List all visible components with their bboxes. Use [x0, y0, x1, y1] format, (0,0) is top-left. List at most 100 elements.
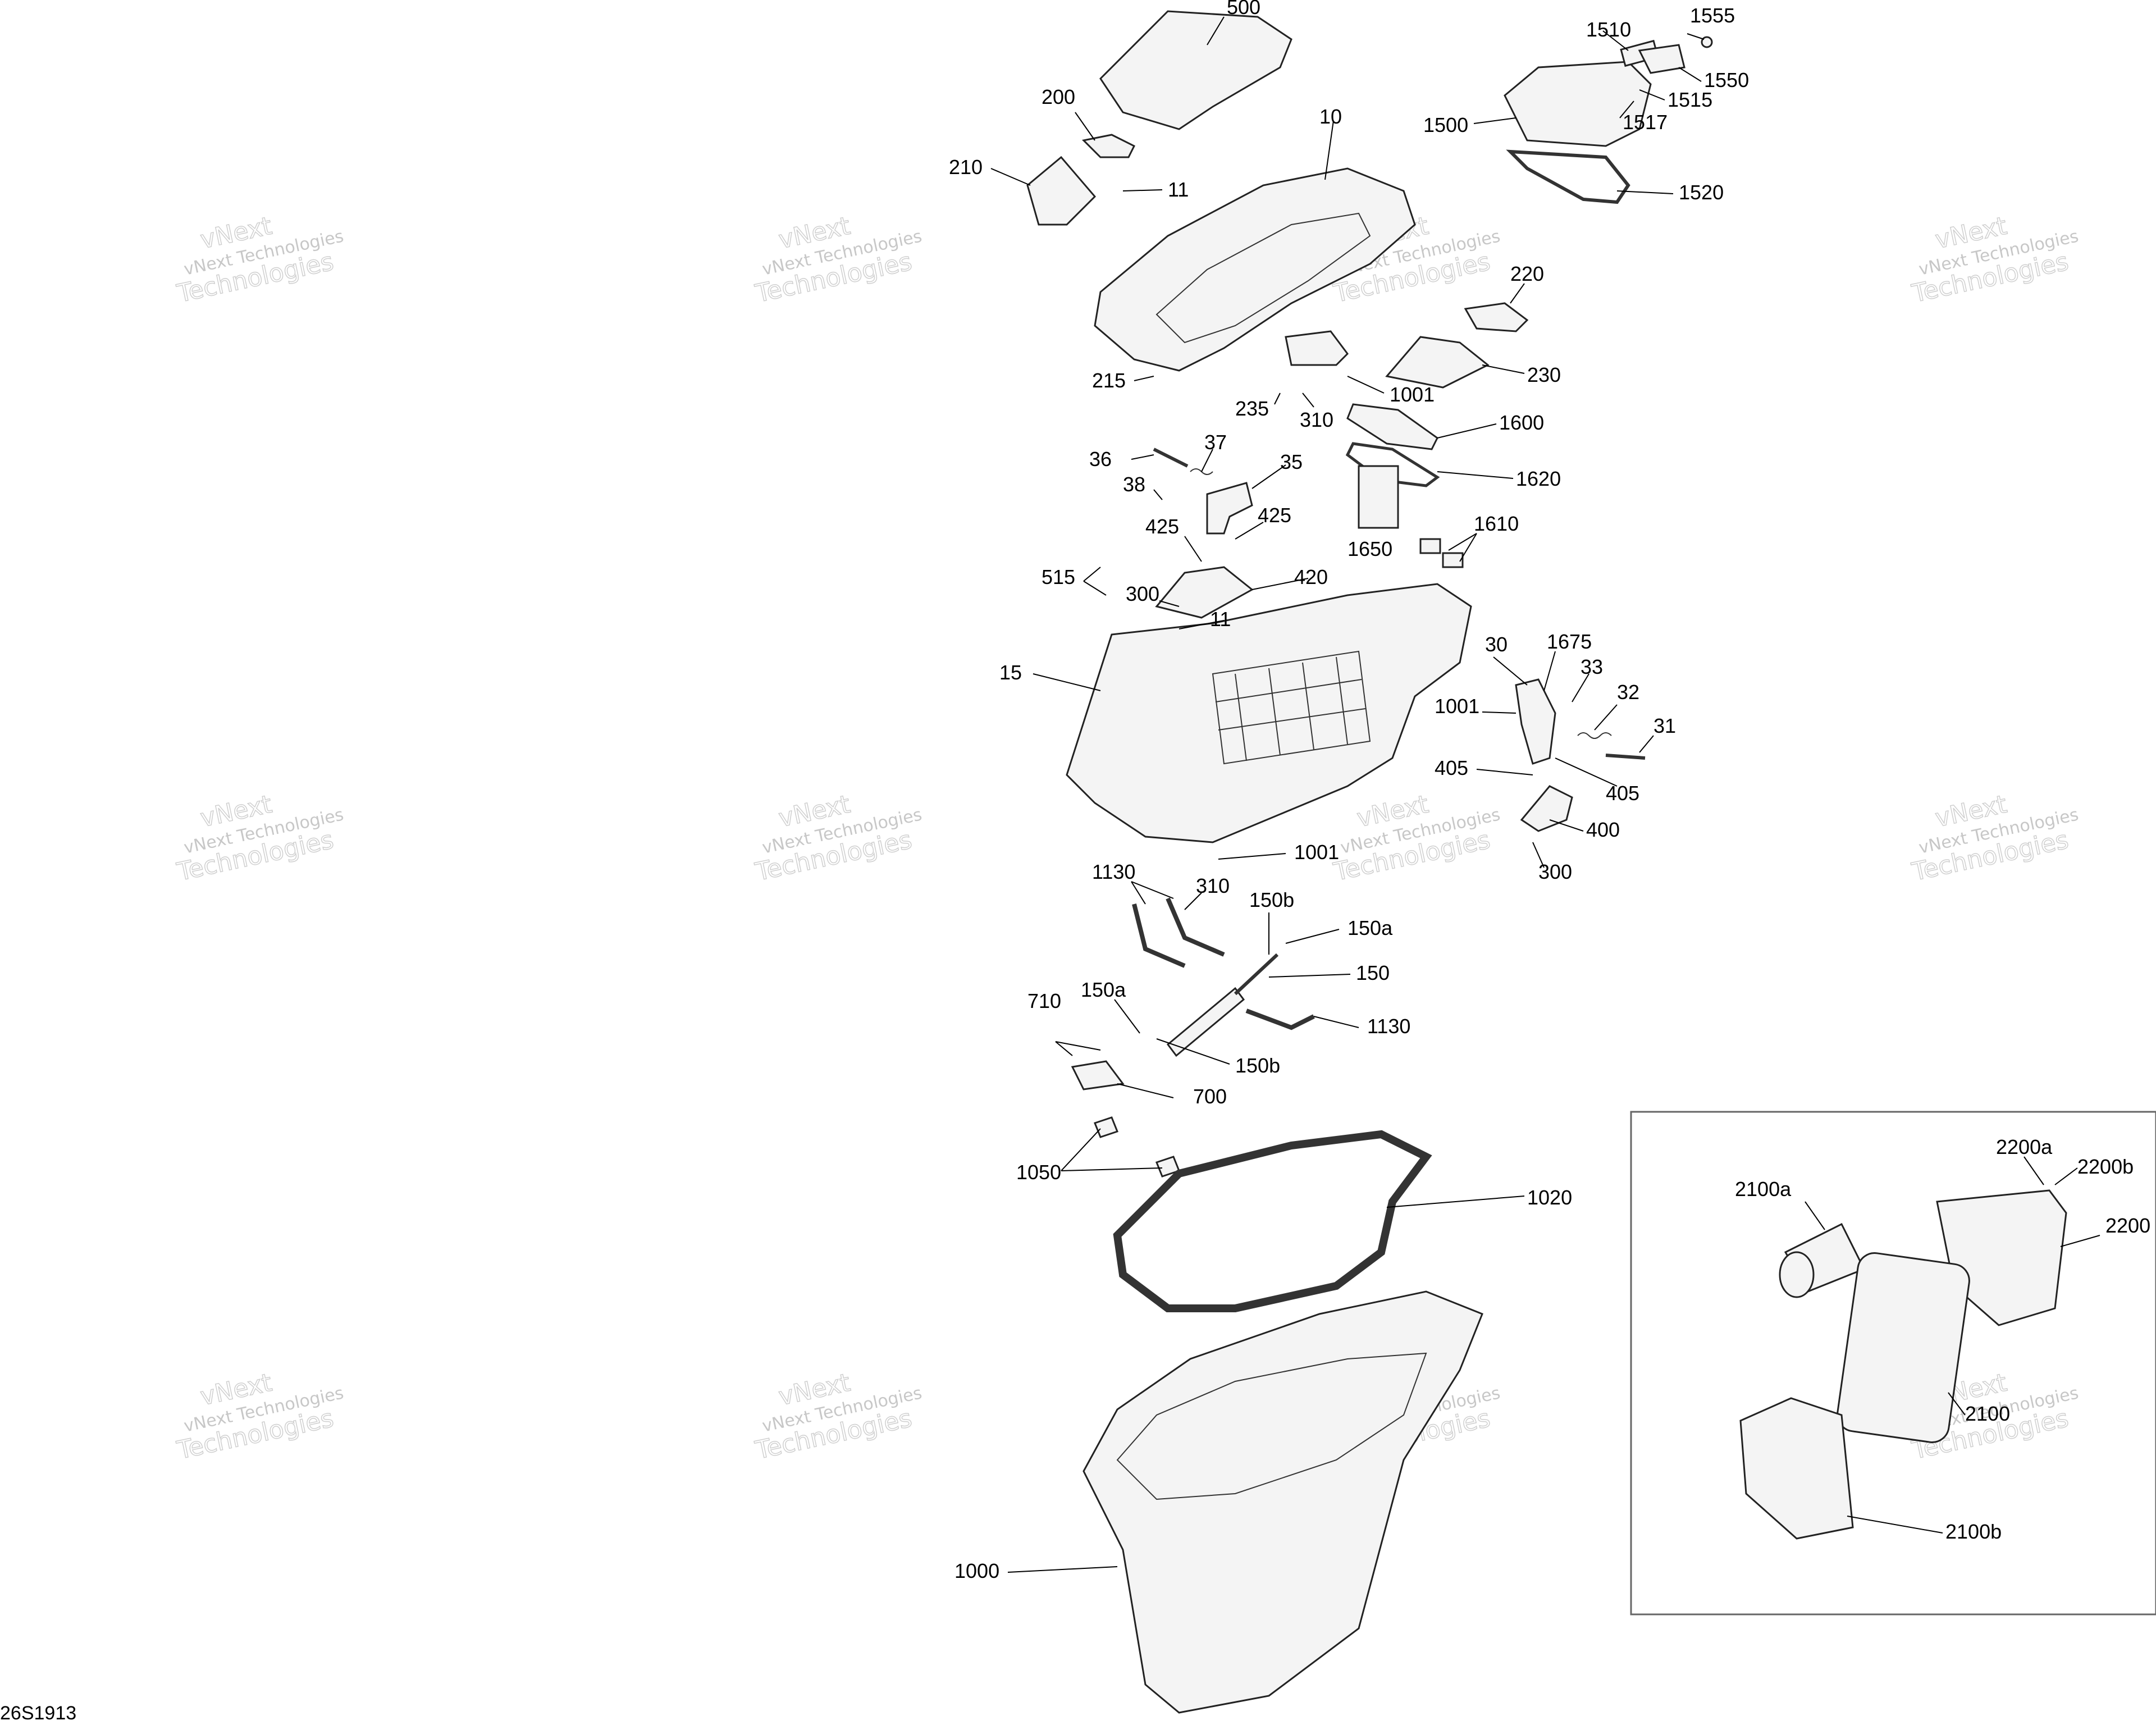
part-150-rod [1234, 953, 1279, 996]
label-235: 235 [1235, 397, 1269, 420]
part-400-bracket [1520, 785, 1573, 832]
label-1600: 1600 [1499, 411, 1544, 434]
label-310b: 310 [1196, 874, 1230, 897]
watermark-bl: vNext vNext Technologies Technologies [174, 1368, 345, 1466]
label-425b: 425 [1258, 504, 1291, 527]
label-1515: 1515 [1668, 88, 1712, 111]
label-1001c: 1001 [1294, 841, 1339, 864]
part-700-bracket [1071, 1060, 1125, 1090]
part-1130-strap-b [1166, 897, 1225, 957]
label-1000: 1000 [954, 1559, 999, 1582]
label-1500: 1500 [1423, 113, 1468, 136]
label-1550: 1550 [1704, 69, 1749, 92]
leader-lines [990, 16, 2100, 1573]
label-405b: 405 [1606, 782, 1639, 805]
part-1555-screw [1701, 36, 1713, 48]
part-10-inner [1155, 212, 1371, 344]
part-1130-strap-c [1245, 1008, 1315, 1030]
part-35-latch [1206, 482, 1253, 535]
parts [1026, 10, 2156, 1714]
label-230: 230 [1527, 363, 1561, 386]
label-1610: 1610 [1474, 512, 1519, 535]
part-2100b-element [1739, 1397, 1854, 1540]
label-710: 710 [1027, 989, 1061, 1012]
label-515: 515 [1042, 565, 1075, 588]
label-1517: 1517 [1623, 111, 1668, 134]
diagram-reference-code: 26S1913 [0, 1703, 76, 1724]
label-300b: 300 [1538, 860, 1572, 883]
label-405a: 405 [1435, 756, 1468, 779]
label-1001: 1001 [1390, 383, 1435, 406]
label-150b-2: 150b [1235, 1054, 1280, 1077]
label-215: 215 [1092, 369, 1126, 392]
part-1050-clip-a [1094, 1116, 1118, 1138]
label-700: 700 [1193, 1085, 1227, 1108]
part-200-lens [1081, 134, 1136, 158]
label-2100a: 2100a [1735, 1178, 1792, 1201]
part-1610-clip-b [1442, 552, 1464, 568]
label-1650: 1650 [1347, 537, 1392, 560]
part-15-main-frame [1066, 583, 1472, 843]
label-1510: 1510 [1586, 18, 1631, 41]
label-310: 310 [1300, 408, 1333, 431]
label-2100: 2100 [1965, 1402, 2010, 1425]
label-36: 36 [1089, 448, 1112, 471]
watermark-bm: vNext vNext Technologies Technologies [752, 1368, 924, 1466]
label-150b: 150b [1249, 888, 1294, 911]
label-1130a: 1130 [1092, 860, 1135, 883]
label-38: 38 [1123, 473, 1145, 496]
label-200: 200 [1042, 85, 1075, 108]
label-500: 500 [1227, 0, 1260, 19]
part-1500-housing [1504, 61, 1652, 147]
part-1610-clip-a [1419, 538, 1441, 554]
part-220-lens [1464, 302, 1529, 332]
label-300a: 300 [1126, 582, 1159, 605]
label-15: 15 [999, 661, 1022, 684]
part-2100-filter [1837, 1252, 1970, 1443]
part-1001-bracket [1285, 330, 1349, 366]
watermark-tr: vNext vNext Technologies Technologies [1909, 211, 2080, 309]
label-420: 420 [1294, 565, 1328, 588]
part-31-rod [1605, 754, 1646, 760]
label-32: 32 [1617, 681, 1639, 704]
watermark-mc: vNext vNext Technologies Technologies [1331, 790, 1502, 887]
label-1555: 1555 [1690, 4, 1735, 27]
part-1020-gasket [1113, 1130, 1432, 1312]
label-30: 30 [1485, 633, 1508, 656]
part-32-spring [1577, 732, 1612, 739]
watermark-mr: vNext vNext Technologies Technologies [1909, 790, 2080, 887]
inset-box [1630, 1111, 2156, 1616]
label-31: 31 [1653, 714, 1676, 737]
label-2100b: 2100b [1945, 1520, 2002, 1543]
label-10: 10 [1319, 105, 1342, 128]
watermark-ml: vNext vNext Technologies Technologies [174, 790, 345, 887]
part-1620-gasket [1345, 442, 1440, 487]
watermark-tm: vNext vNext Technologies Technologies [752, 211, 924, 309]
part-500-cover [1099, 10, 1292, 130]
part-10-upper-frame [1094, 167, 1416, 372]
part-1650-filter [1358, 465, 1399, 529]
label-1520: 1520 [1679, 181, 1724, 204]
part-1520-gasket [1506, 149, 1630, 204]
part-1130-strap-a [1132, 903, 1186, 968]
label-425a: 425 [1145, 515, 1179, 538]
label-1020: 1020 [1527, 1186, 1572, 1209]
label-11b: 11 [1210, 608, 1231, 631]
label-33: 33 [1581, 655, 1603, 678]
label-1620: 1620 [1516, 467, 1561, 490]
label-1050: 1050 [1016, 1161, 1061, 1184]
watermark-mm: vNext vNext Technologies Technologies [752, 790, 924, 887]
part-1600 [1346, 403, 1438, 450]
label-11: 11 [1168, 178, 1189, 201]
label-1675: 1675 [1547, 630, 1592, 653]
label-2200: 2200 [2105, 1214, 2150, 1237]
label-2200a: 2200a [1996, 1135, 2053, 1158]
part-1000-tub [1082, 1290, 1483, 1714]
label-37: 37 [1204, 431, 1227, 454]
part-1000-rim [1116, 1352, 1427, 1500]
watermark-tl: vNext vNext Technologies Technologies [174, 211, 345, 309]
label-150: 150 [1356, 961, 1390, 984]
label-35: 35 [1280, 450, 1303, 473]
part-2100a-end [1779, 1251, 1815, 1298]
